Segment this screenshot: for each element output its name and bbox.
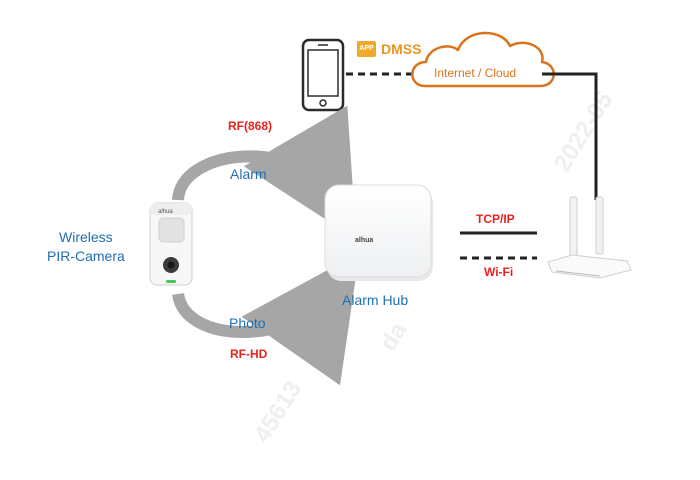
hub-label: Alarm Hub (342, 292, 409, 308)
alarm-hub-device (324, 184, 433, 281)
wifi-label: Wi-Fi (484, 265, 514, 279)
app-badge: APP (357, 41, 376, 57)
cloud-label: Internet / Cloud (434, 66, 517, 80)
rf-868-label: RF(868) (228, 119, 273, 133)
alarm-arrow (172, 105, 357, 240)
hub-brand-logo: alhua (355, 237, 373, 244)
pir-camera-device (149, 202, 193, 286)
camera-brand-logo: alhua (158, 209, 173, 215)
smartphone-icon (301, 38, 345, 112)
photo-label: Photo (229, 315, 266, 331)
cloud-router-link (542, 72, 598, 200)
router-icon (547, 196, 632, 279)
tcpip-label: TCP/IP (476, 212, 515, 226)
alarm-label: Alarm (230, 166, 267, 182)
dmss-label: DMSS (381, 41, 422, 57)
cloud-icon (411, 31, 555, 88)
photo-arrow (172, 252, 360, 386)
camera-label-line1: Wireless (59, 229, 113, 245)
rf-hd-label: RF-HD (230, 347, 268, 361)
camera-label-line2: PIR-Camera (47, 248, 125, 264)
